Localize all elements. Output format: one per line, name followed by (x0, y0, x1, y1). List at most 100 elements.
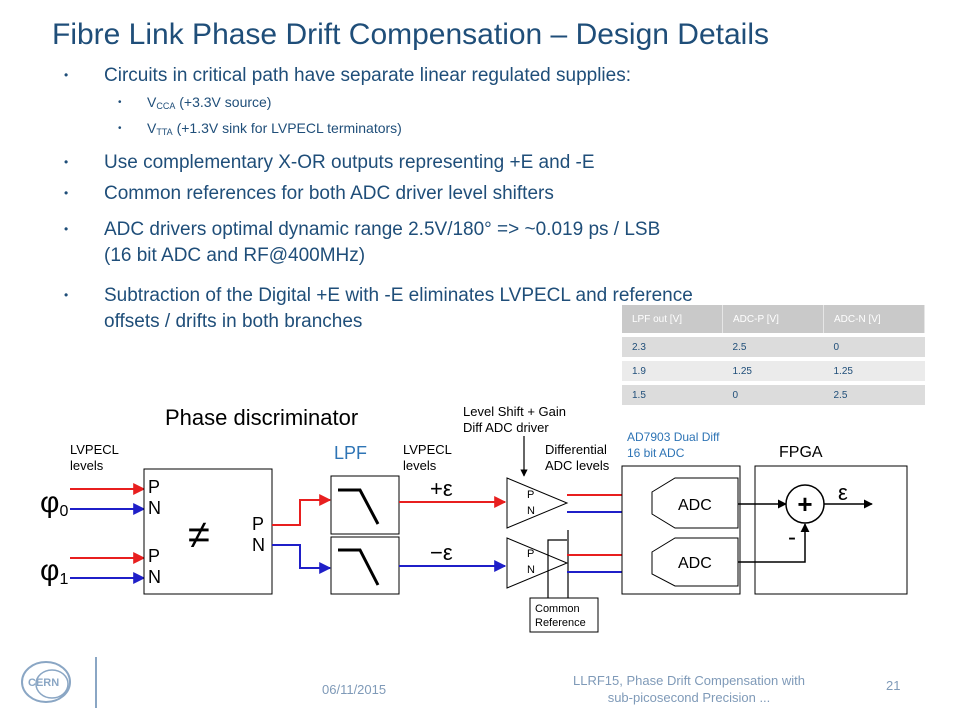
sum-minus-sign: - (788, 524, 796, 551)
bullet-5: •Subtraction of the Digital +E with -E e… (64, 283, 693, 308)
table-cell: 1.25 (823, 359, 925, 385)
table-cell: 0 (722, 383, 824, 409)
table-cell: 2.5 (823, 383, 925, 409)
adc-upper-block (651, 477, 739, 529)
lpf-upper-symbol (338, 488, 380, 525)
footer-conference-line1: LLRF15, Phase Drift Compensation with (573, 673, 805, 688)
driver-lower-pin-n: N (527, 564, 535, 576)
bullet-text-line1: ADC drivers optimal dynamic range 2.5V/1… (104, 219, 661, 240)
lpf-label: LPF (334, 443, 367, 463)
table-row: 2.3 2.5 0 (622, 335, 925, 361)
sub-bullet-vcca: •VCCA (+3.3V source) (118, 90, 272, 119)
phase-discriminator-label: Phase discriminator (165, 405, 358, 430)
lvpecl-levels-output-label-line2: levels (403, 458, 437, 473)
table-cell: 1.25 (722, 359, 824, 385)
lpf-lower-block (330, 536, 400, 595)
fpga-block (754, 465, 908, 595)
footer-date: 06/11/2015 (322, 682, 387, 697)
sub-bullet-symbol: V (147, 94, 157, 110)
pin-p-in0: P (148, 477, 160, 497)
adc-upper-label: ADC (678, 497, 712, 514)
footer-conference: LLRF15, Phase Drift Compensation with su… (538, 672, 840, 706)
bullet-text: Circuits in critical path have separate … (104, 65, 631, 86)
lvpecl-levels-input-label-line2: levels (70, 458, 104, 473)
bullet-4-line2: (16 bit ADC and RF@400MHz) (104, 245, 366, 266)
fpga-label: FPGA (779, 444, 823, 461)
pin-n-in1: N (148, 567, 161, 587)
bullet-5-line2: offsets / drifts in both branches (104, 311, 363, 332)
table-cell: 1.5 (622, 383, 723, 409)
common-ref-line-a (547, 539, 567, 600)
driver-upper-pin-p: P (527, 489, 534, 501)
driver-lower-pin-p: P (527, 548, 534, 560)
bullet-3: • Common references for both ADC driver l… (64, 181, 554, 206)
bullet-4: • ADC drivers optimal dynamic range 2.5V/… (64, 217, 661, 242)
adc-lower-label: ADC (678, 555, 712, 572)
bullet-1: • Circuits in critical path have separate… (64, 63, 631, 88)
lvpecl-levels-input-label-line1: LVPECL (70, 442, 119, 457)
table-cell: 0 (823, 335, 925, 361)
pin-p-in1: P (148, 546, 160, 566)
bullet-text: Use complementary X-OR outputs represent… (104, 152, 595, 173)
driver-upper-pin-n: N (527, 505, 535, 517)
table-row: 1.5 0 2.5 (622, 383, 925, 409)
phase-discriminator-block (143, 468, 273, 595)
lvpecl-levels-output-label-line1: LVPECL (403, 442, 452, 457)
footer-conference-line2: sub-picosecond Precision ... (607, 690, 771, 705)
sum-plus-sign: + (797, 489, 812, 519)
common-reference-block (529, 597, 599, 633)
pin-p-out: P (252, 514, 264, 534)
sub-bullet-subscript: CCA (156, 101, 176, 111)
bullet-dot: • (64, 288, 69, 302)
pin-n-in0: N (148, 498, 161, 518)
table-cell: 2.5 (722, 335, 824, 361)
plus-epsilon-label: +ε (430, 476, 453, 501)
table-header-cell: ADC-P [V] (722, 305, 824, 337)
xor-n-to-lpf-line (272, 544, 332, 574)
bullet-dot: • (64, 222, 69, 236)
adc-lower-block (651, 537, 739, 587)
sub-bullet-subscript: TTA (156, 127, 173, 137)
ad7903-label-line2: 16 bit ADC (627, 446, 685, 460)
bullet-dot: • (64, 155, 69, 169)
slide-title: Fibre Link Phase Drift Compensation – De… (52, 18, 769, 51)
table-header-row: LPF out [V] ADC-P [V] ADC-N [V] (622, 305, 925, 337)
phi1-symbol: φ1 (40, 554, 68, 588)
cern-logo-text: CERN (28, 677, 59, 689)
adc-driver-upper (506, 477, 569, 529)
cern-logo: CERN (21, 657, 97, 708)
bullet-dot: • (64, 68, 69, 82)
pin-n-out: N (252, 535, 265, 555)
level-shift-label-line1: Level Shift + Gain (463, 404, 566, 419)
common-reference-label-line2: Reference (535, 617, 586, 629)
table-header-cell: LPF out [V] (622, 305, 723, 337)
block-diagram: Phase discriminator LVPECL levels LPF LV… (40, 404, 908, 633)
table-row: 1.9 1.25 1.25 (622, 359, 925, 385)
bullet-2: • Use complementary X-OR outputs represen… (64, 150, 595, 175)
table-cell: 1.9 (622, 359, 723, 385)
table-header-cell: ADC-N [V] (823, 305, 925, 337)
differential-adc-label-line2: ADC levels (545, 458, 610, 473)
cern-logo-ring (21, 661, 71, 703)
bullet-dot: • (118, 123, 122, 134)
bullet-list: • Circuits in critical path have separate… (0, 0, 960, 340)
sub-bullet-text: (+1.3V sink for LVPECL terminators) (172, 120, 402, 136)
common-reference-label-line1: Common (535, 603, 580, 615)
epsilon-output-label: ε (838, 480, 848, 505)
lpf-lower-symbol (338, 548, 380, 586)
differential-adc-label-line1: Differential (545, 442, 607, 457)
adc-driver-lower (506, 537, 569, 589)
minus-epsilon-label: −ε (430, 540, 453, 565)
lpf-upper-block (330, 475, 400, 535)
sub-bullet-text: (+3.3V source) (175, 94, 272, 110)
page-number: 21 (886, 678, 901, 693)
table-cell: 2.3 (622, 335, 723, 361)
ad7903-label-line1: AD7903 Dual Diff (627, 430, 720, 444)
bullet-text: Common references for both ADC driver le… (104, 183, 554, 204)
bullet-dot: • (64, 186, 69, 200)
levels-table: LPF out [V] ADC-P [V] ADC-N [V] 2.3 2.5 … (622, 305, 925, 409)
xor-p-to-lpf-line (272, 494, 332, 526)
sub-bullet-vtta: • VTTA (+1.3V sink for LVPECL terminators… (118, 116, 402, 145)
phi0-symbol: φ0 (40, 486, 68, 520)
sub-bullet-symbol: V (147, 120, 157, 136)
